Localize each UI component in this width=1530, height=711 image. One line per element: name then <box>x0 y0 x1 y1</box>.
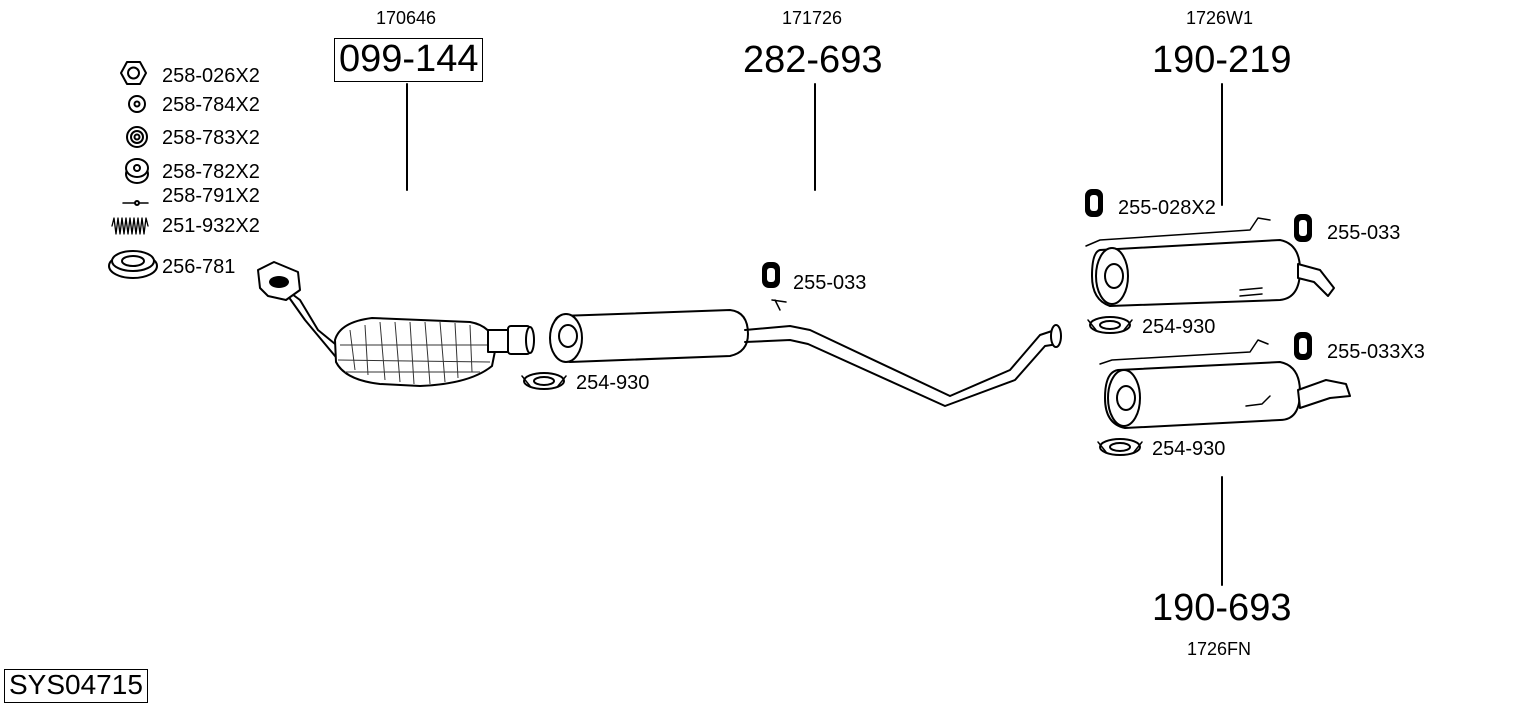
washer-icon <box>128 95 146 113</box>
catalytic-converter[interactable] <box>257 261 535 387</box>
rear-silencer-upper[interactable] <box>1085 217 1335 307</box>
rear-silencer-lower[interactable] <box>1099 339 1351 429</box>
accessory-label[interactable]: 255-033 <box>793 272 867 294</box>
fitting-label[interactable]: 251-932X2 <box>162 215 260 237</box>
ref-rear-silencer-lower: 1726FN <box>1187 639 1252 659</box>
clamp-icon <box>1087 316 1133 334</box>
ref-catalyst: 170646 <box>376 8 437 28</box>
bolt-icon <box>122 200 149 206</box>
clamp-icon <box>1097 438 1143 456</box>
rubber-hanger-icon <box>1085 189 1103 217</box>
accessory-label[interactable]: 254-930 <box>576 372 650 394</box>
spring-washer-icon <box>126 126 148 148</box>
accessory-label[interactable]: 254-930 <box>1142 316 1216 338</box>
part-number-middle-silencer[interactable]: 282-693 <box>743 39 883 81</box>
clamp-icon <box>521 372 567 390</box>
system-code: SYS04715 <box>4 669 148 703</box>
middle-silencer[interactable] <box>549 299 1062 407</box>
hex-nut-icon <box>120 61 147 85</box>
accessory-label[interactable]: 255-033 <box>1327 222 1401 244</box>
ref-middle-silencer: 171726 <box>782 8 843 28</box>
part-number-rear-silencer-upper[interactable]: 190-219 <box>1152 39 1292 81</box>
spring-icon <box>111 217 149 235</box>
ref-rear-silencer-upper: 1726W1 <box>1186 8 1254 28</box>
fitting-label[interactable]: 258-791X2 <box>162 185 260 207</box>
accessory-label[interactable]: 255-033X3 <box>1327 341 1425 363</box>
fitting-label[interactable]: 258-783X2 <box>162 127 260 149</box>
fitting-label[interactable]: 256-781 <box>162 256 236 278</box>
bush-icon <box>125 158 149 184</box>
rubber-hanger-icon <box>1294 214 1312 242</box>
rubber-hanger-icon <box>1294 332 1312 360</box>
accessory-label[interactable]: 255-028X2 <box>1118 197 1216 219</box>
accessory-label[interactable]: 254-930 <box>1152 438 1226 460</box>
part-number-rear-silencer-lower[interactable]: 190-693 <box>1152 587 1292 629</box>
rubber-hanger-icon <box>762 262 780 288</box>
part-number-catalyst[interactable]: 099-144 <box>334 38 484 82</box>
fitting-label[interactable]: 258-784X2 <box>162 94 260 116</box>
seal-ring-icon <box>108 250 158 279</box>
fitting-label[interactable]: 258-026X2 <box>162 65 260 87</box>
fitting-label[interactable]: 258-782X2 <box>162 161 260 183</box>
